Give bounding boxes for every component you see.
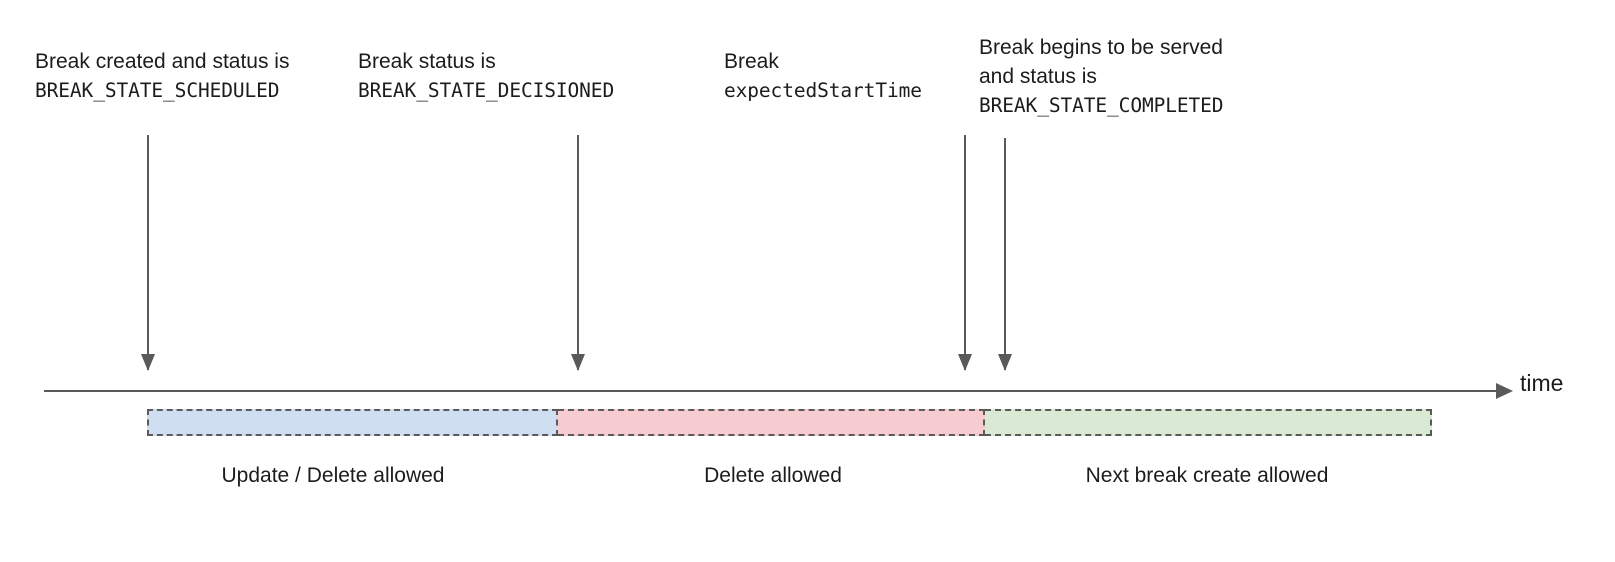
annotation-line-code: BREAK_STATE_DECISIONED xyxy=(358,79,615,102)
phase-delete-only xyxy=(558,409,985,436)
arrow-down-icon xyxy=(958,354,972,371)
marker-shaft xyxy=(147,135,149,370)
phase-update-delete xyxy=(147,409,558,436)
annotation-line-code: BREAK_STATE_SCHEDULED xyxy=(35,79,280,102)
arrow-right-icon xyxy=(1496,383,1513,399)
annotation-completed: Break begins to be served and status is … xyxy=(979,33,1224,120)
annotation-line: and status is xyxy=(979,65,1097,88)
marker-arrow-completed xyxy=(996,138,1014,371)
annotation-decisioned: Break status is BREAK_STATE_DECISIONED xyxy=(358,47,614,105)
marker-shaft xyxy=(577,135,579,370)
marker-shaft xyxy=(964,135,966,370)
marker-arrow-scheduled xyxy=(139,135,157,371)
caption-update-delete: Update / Delete allowed xyxy=(221,464,445,487)
annotation-line-code: BREAK_STATE_COMPLETED xyxy=(979,94,1224,117)
annotation-line-code: expectedStartTime xyxy=(724,79,922,102)
caption-delete-only: Delete allowed xyxy=(704,464,842,487)
annotation-line: Break xyxy=(724,50,779,73)
caption-next-break-create: Next break create allowed xyxy=(1085,464,1329,487)
time-axis-line xyxy=(44,390,1500,392)
phase-bar xyxy=(147,409,1432,436)
arrow-down-icon xyxy=(571,354,585,371)
annotation-expected-start-time: Break expectedStartTime xyxy=(724,47,922,105)
marker-shaft xyxy=(1004,138,1006,370)
annotation-line: Break created and status is xyxy=(35,50,290,73)
marker-arrow-decisioned xyxy=(569,135,587,371)
arrow-down-icon xyxy=(998,354,1012,371)
marker-arrow-expected-start-time xyxy=(956,135,974,371)
annotation-line: Break begins to be served xyxy=(979,36,1223,59)
time-axis-label: time xyxy=(1520,370,1564,396)
annotation-scheduled: Break created and status is BREAK_STATE_… xyxy=(35,47,289,105)
phase-next-break-create xyxy=(985,409,1432,436)
annotation-line: Break status is xyxy=(358,50,496,73)
arrow-down-icon xyxy=(141,354,155,371)
